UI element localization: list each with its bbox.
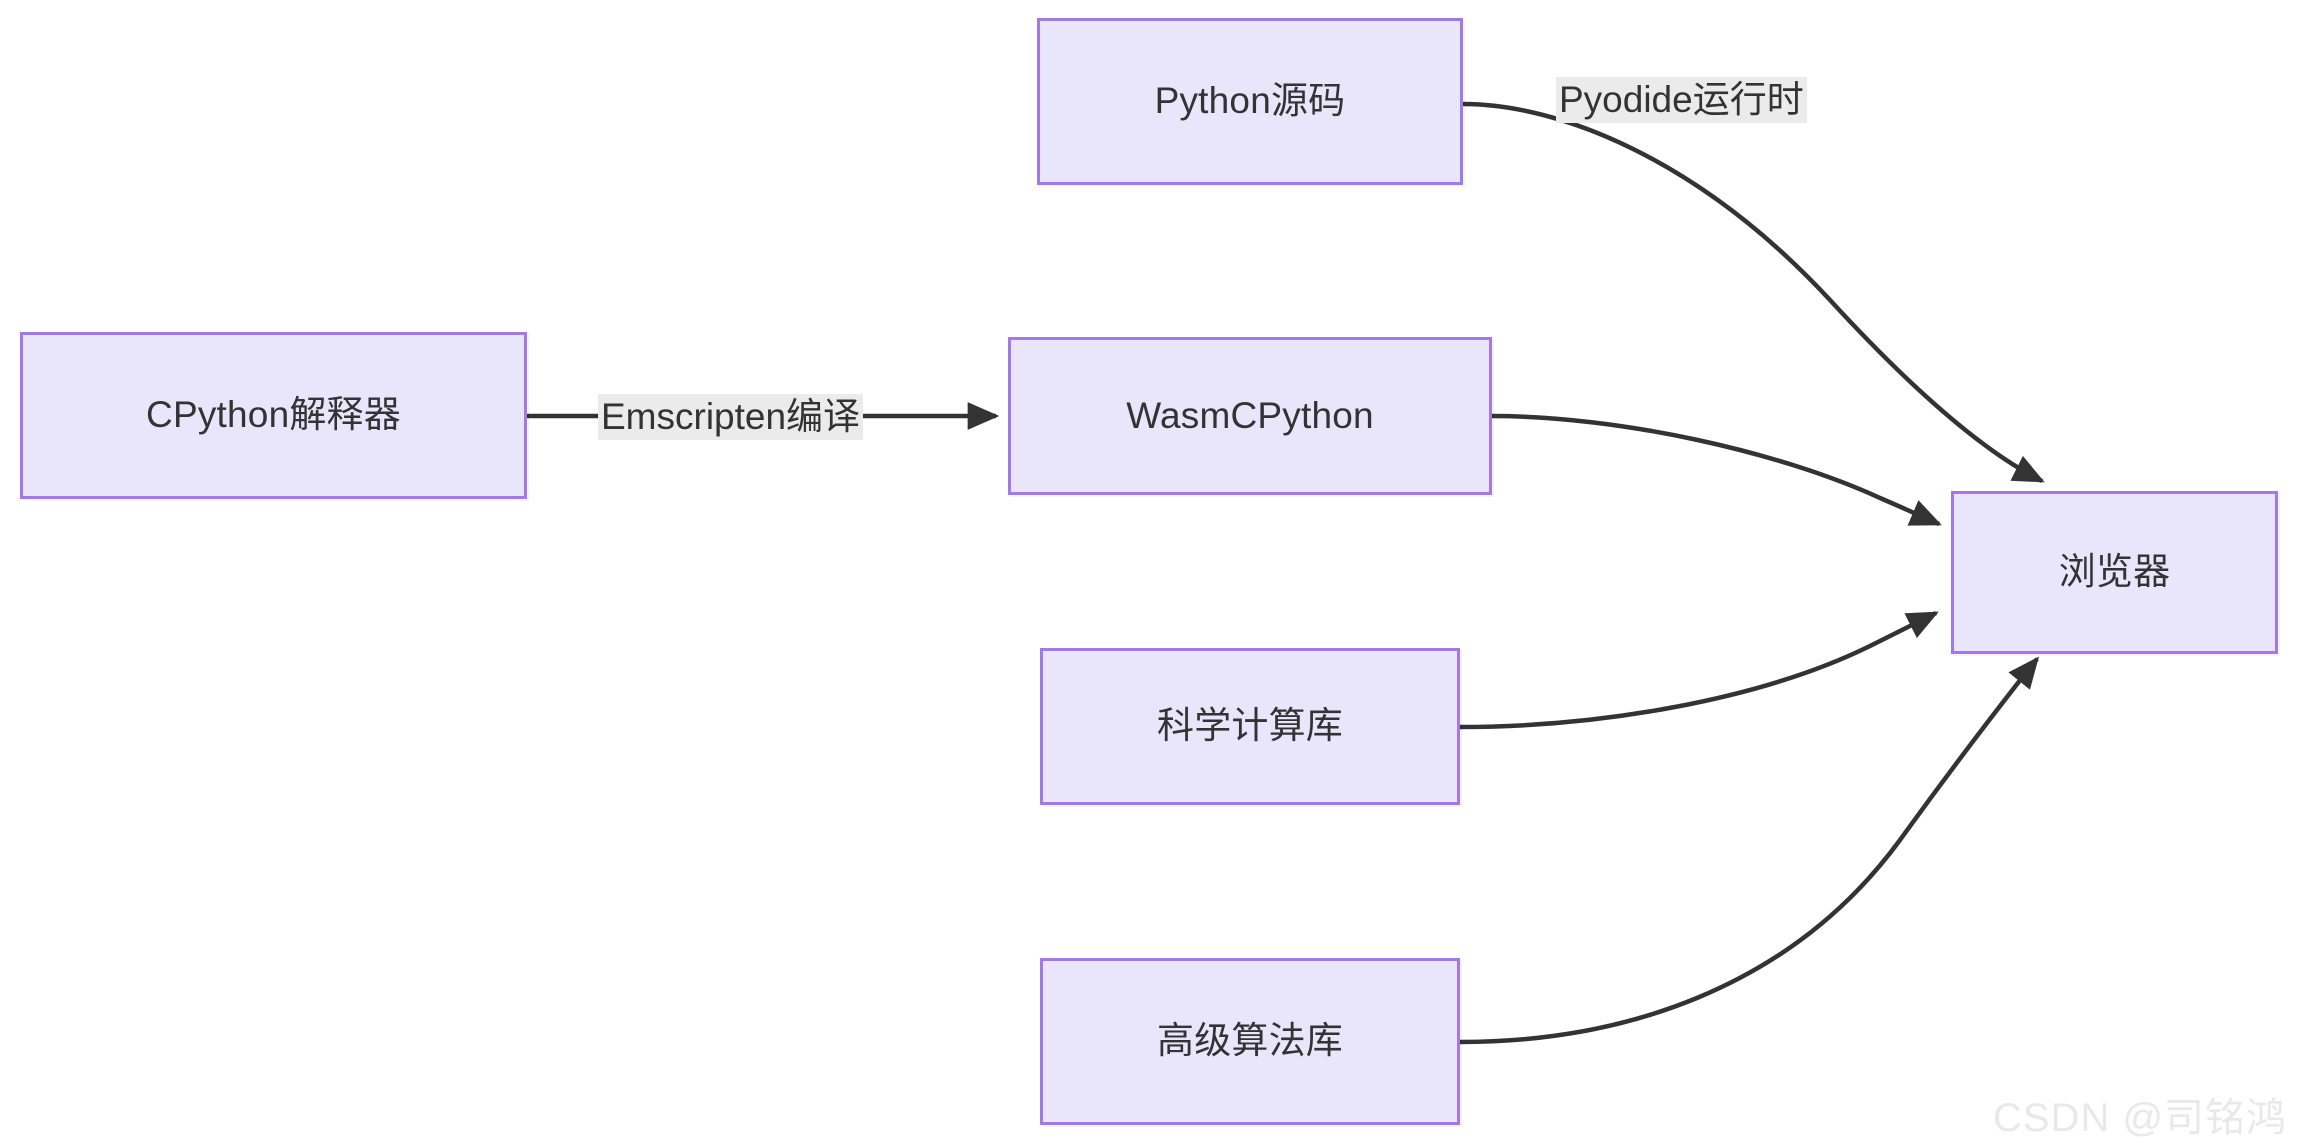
node-cpython-interpreter-label: CPython解释器 xyxy=(146,394,401,436)
node-advanced-algorithm-library[interactable]: 高级算法库 xyxy=(1040,958,1460,1125)
node-cpython-interpreter[interactable]: CPython解释器 xyxy=(20,332,527,499)
edge-algolib-to-browser xyxy=(1459,656,2039,1045)
edge-python-source-to-browser xyxy=(1462,101,2045,484)
csdn-watermark: CSDN @司铭鸿 xyxy=(1993,1096,2288,1140)
edge-wasmcpython-to-browser xyxy=(1491,413,1942,527)
node-python-source-label: Python源码 xyxy=(1154,80,1346,122)
node-wasmcpython[interactable]: WasmCPython xyxy=(1008,337,1492,495)
edge-label-pyodide-runtime: Pyodide运行时 xyxy=(1556,77,1807,123)
node-browser-label: 浏览器 xyxy=(2058,551,2171,593)
node-scientific-computing-library-label: 科学计算库 xyxy=(1157,705,1343,747)
node-scientific-computing-library[interactable]: 科学计算库 xyxy=(1040,648,1460,805)
node-wasmcpython-label: WasmCPython xyxy=(1126,394,1374,436)
edge-scilib-to-browser xyxy=(1459,610,1939,730)
edge-label-emscripten-compile: Emscripten编译 xyxy=(598,394,864,440)
node-browser[interactable]: 浏览器 xyxy=(1951,491,2278,654)
node-advanced-algorithm-library-label: 高级算法库 xyxy=(1157,1020,1343,1062)
node-python-source[interactable]: Python源码 xyxy=(1037,18,1463,185)
